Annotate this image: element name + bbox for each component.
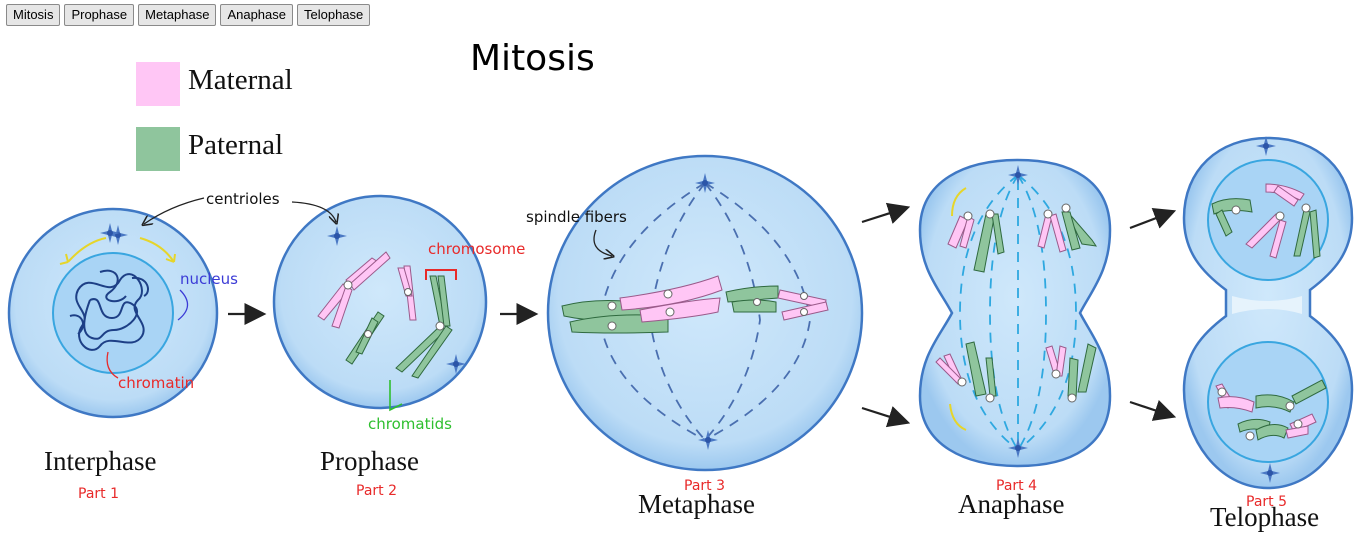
transition-arrows — [228, 202, 1177, 428]
tab-telophase[interactable]: Telophase — [297, 4, 371, 26]
tab-mitosis[interactable]: Mitosis — [6, 4, 61, 26]
diagram-title: Mitosis — [470, 38, 595, 79]
stage-label-interphase: Interphase — [44, 446, 157, 476]
part-label-5: Part 5 — [1246, 494, 1287, 510]
legend-label-maternal: Maternal — [188, 64, 293, 96]
annotation-chromatin: chromatin — [118, 374, 195, 392]
tab-metaphase[interactable]: Metaphase — [138, 4, 217, 26]
annotation-spindle-fibers: spindle fibers — [526, 208, 627, 226]
tab-bar: Mitosis Prophase Metaphase Anaphase Telo… — [6, 4, 371, 26]
annotation-centrioles: centrioles — [206, 190, 280, 208]
part-label-3: Part 3 — [684, 478, 725, 494]
metaphase-cell — [546, 154, 864, 472]
stage-label-metaphase: Metaphase — [638, 489, 755, 519]
part-label-4: Part 4 — [996, 478, 1037, 494]
annotation-chromosome: chromosome — [428, 240, 526, 258]
legend-swatch-maternal — [136, 62, 180, 106]
legend-label-paternal: Paternal — [188, 129, 284, 161]
annotation-chromatids: chromatids — [368, 415, 452, 433]
annotation-nucleus: nucleus — [180, 270, 238, 288]
stage-label-telophase: Telophase — [1210, 502, 1320, 532]
part-label-1: Part 1 — [78, 486, 119, 502]
legend-swatch-paternal — [136, 127, 180, 171]
prophase-cell — [272, 194, 488, 412]
stage-label-anaphase: Anaphase — [958, 489, 1065, 519]
chromatin-squiggle — [69, 269, 149, 351]
anaphase-cell — [918, 158, 1112, 468]
part-label-2: Part 2 — [356, 483, 397, 499]
telophase-cell — [1182, 136, 1354, 490]
interphase-cell — [7, 207, 219, 419]
tab-anaphase[interactable]: Anaphase — [220, 4, 293, 26]
annotation-pointers — [106, 197, 612, 379]
tab-prophase[interactable]: Prophase — [64, 4, 135, 26]
stage-label-prophase: Prophase — [320, 446, 419, 476]
